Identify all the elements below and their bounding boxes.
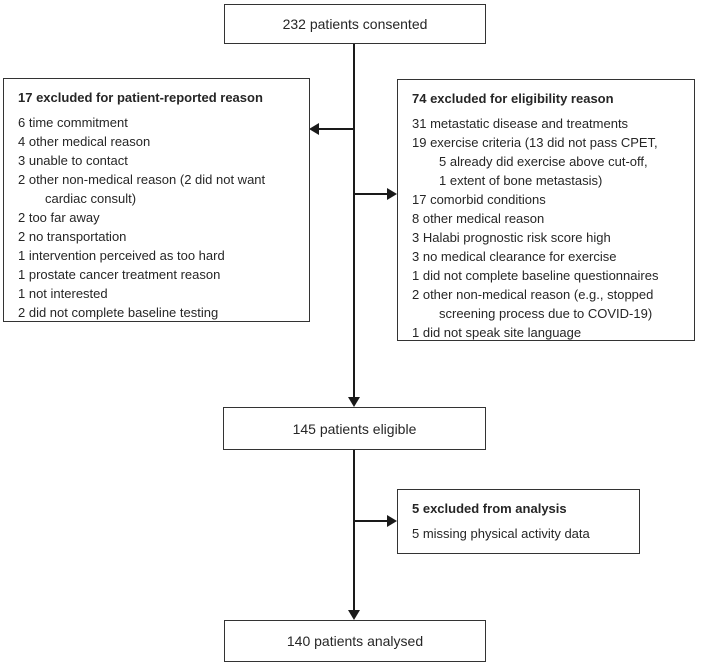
reason-line: 1 extent of bone metastasis) [439, 173, 603, 188]
reason-line: 2 other non-medical reason (2 did not wa… [18, 172, 266, 187]
reason-line: 31 metastatic disease and treatments [412, 116, 629, 131]
box-patients-analysed-label: 140 patients analysed [286, 633, 424, 649]
reason-line: 2 too far away [18, 210, 100, 225]
connector-to-excluded-analysis [354, 520, 388, 522]
reason-line: 8 other medical reason [412, 211, 545, 226]
box-patients-consented: 232 patients consented [224, 4, 486, 44]
box-patients-eligible-label: 145 patients eligible [292, 420, 417, 437]
box-excluded-analysis: 5 excluded from analysis 5 missing physi… [397, 489, 640, 554]
reason-line: 3 unable to contact [18, 153, 128, 168]
arrowhead-right-eligibility-icon [387, 188, 397, 200]
connector-eligible-to-analysed [353, 450, 355, 611]
box-excluded-patient-reported-title: 17 excluded for patient-reported reason [18, 90, 263, 105]
connector-to-patient-reported [318, 128, 354, 130]
reason-line: 1 prostate cancer treatment reason [18, 267, 221, 282]
box-patients-analysed: 140 patients analysed [224, 620, 486, 662]
box-patients-consented-label: 232 patients consented [282, 16, 428, 32]
box-excluded-analysis-title: 5 excluded from analysis [412, 501, 567, 516]
reason-line: 1 intervention perceived as too hard [18, 248, 225, 263]
connector-to-eligibility [354, 193, 388, 195]
arrowhead-right-excluded-analysis-icon [387, 515, 397, 527]
arrowhead-down-eligible-icon [348, 397, 360, 407]
reason-line: 1 did not speak site language [412, 325, 582, 340]
reason-line: 2 no transportation [18, 229, 127, 244]
reason-line: 3 Halabi prognostic risk score high [412, 230, 611, 245]
reason-line: screening process due to COVID-19) [439, 306, 653, 321]
excluded-analysis-reason-list: 5 missing physical activity data [412, 524, 629, 543]
reason-line: 6 time commitment [18, 115, 128, 130]
reason-line: 5 already did exercise above cut-off, [439, 154, 648, 169]
box-excluded-eligibility: 74 excluded for eligibility reason 31 me… [397, 79, 695, 341]
arrowhead-left-patient-reported-icon [309, 123, 319, 135]
reason-line: 3 no medical clearance for exercise [412, 249, 617, 264]
eligibility-reason-list: 31 metastatic disease and treatments 19 e… [412, 114, 684, 342]
arrowhead-down-analysed-icon [348, 610, 360, 620]
reason-line: 4 other medical reason [18, 134, 151, 149]
reason-line: 17 comorbid conditions [412, 192, 546, 207]
box-excluded-eligibility-title: 74 excluded for eligibility reason [412, 91, 614, 106]
reason-line: 19 exercise criteria (13 did not pass CP… [412, 135, 658, 150]
box-excluded-patient-reported: 17 excluded for patient-reported reason … [3, 78, 310, 322]
patient-reported-reason-list: 6 time commitment 4 other medical reason 3… [18, 113, 299, 322]
reason-line: 2 other non-medical reason (e.g., stoppe… [412, 287, 654, 302]
reason-line: 2 did not complete baseline testing [18, 305, 219, 320]
reason-line: cardiac consult) [45, 191, 137, 206]
reason-line: 5 missing physical activity data [412, 526, 590, 541]
connector-consented-to-eligible [353, 44, 355, 397]
reason-line: 1 did not complete baseline questionnair… [412, 268, 659, 283]
reason-line: 1 not interested [18, 286, 108, 301]
box-patients-eligible: 145 patients eligible [223, 407, 486, 450]
